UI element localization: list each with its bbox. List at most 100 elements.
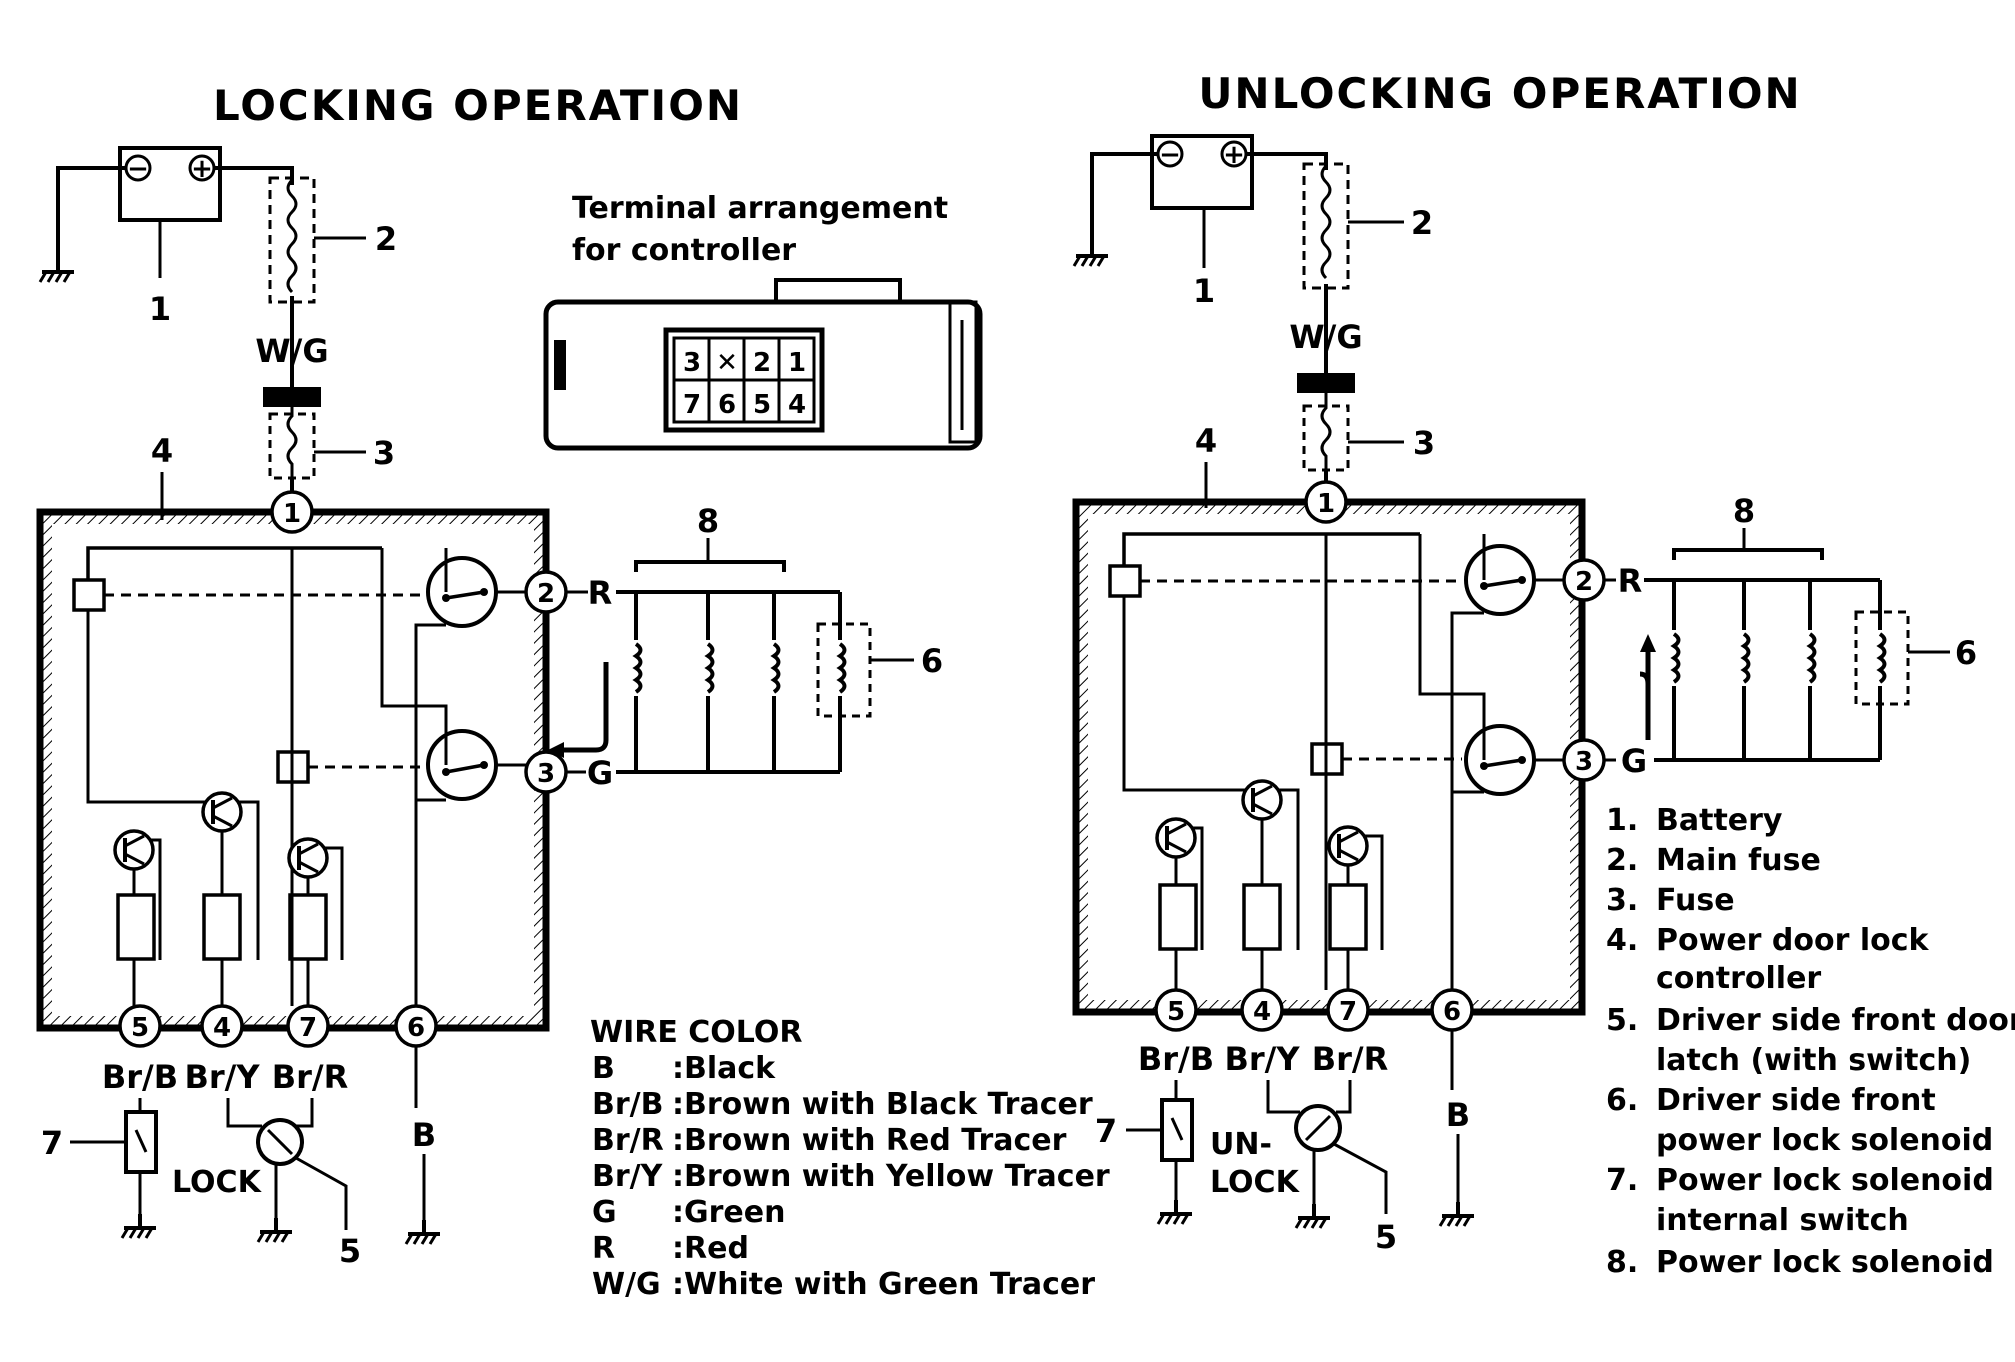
- callout-2: 2: [1411, 204, 1433, 242]
- internal-switch-7: [1160, 1098, 1194, 1162]
- callout-2: 2: [375, 220, 397, 258]
- terminal-2: 2: [1562, 558, 1606, 602]
- legend-text: Power lock solenoid: [1656, 1163, 1994, 1198]
- legend-num: 7.: [1606, 1163, 1638, 1198]
- terminal-7: 7: [1326, 988, 1370, 1032]
- wire-code: Br/B: [592, 1087, 663, 1122]
- callout-6: 6: [921, 642, 943, 680]
- wire-label-b: B: [1446, 1096, 1470, 1134]
- terminal-3: 3: [1562, 738, 1606, 782]
- panel-title: LOCKING OPERATION: [213, 81, 743, 130]
- wire-label-r: R: [588, 574, 613, 612]
- wire-color-table: WIRE COLOR B :Black Br/B :Brown with Bla…: [590, 1015, 1110, 1302]
- legend-text: Fuse: [1656, 883, 1735, 918]
- connector-caption: Terminal arrangement: [572, 191, 948, 226]
- callout-8: 8: [1733, 492, 1755, 530]
- callout-5: 5: [1375, 1218, 1397, 1256]
- wire-desc: :White with Green Tracer: [672, 1267, 1095, 1302]
- svg-text:5: 5: [131, 1013, 149, 1043]
- wire-label-brb: Br/B: [1138, 1040, 1214, 1078]
- svg-text:3: 3: [537, 759, 555, 789]
- legend-text: power lock solenoid: [1656, 1123, 1993, 1158]
- wire-label-top: W/G: [255, 332, 328, 370]
- main-fuse: [1302, 162, 1350, 290]
- connector-pin: 3: [683, 348, 701, 378]
- legend-num: 2.: [1606, 843, 1638, 878]
- connector-pin: 2: [753, 348, 771, 378]
- svg-text:4: 4: [213, 1013, 231, 1043]
- battery-minus: −: [1159, 140, 1181, 170]
- main-fuse: [268, 176, 316, 304]
- wire-label-bry: Br/Y: [1224, 1040, 1300, 1078]
- battery: − +: [118, 146, 222, 222]
- callout-4: 4: [151, 432, 173, 470]
- svg-text:4: 4: [1253, 997, 1271, 1027]
- svg-text:3: 3: [1575, 747, 1593, 777]
- wire-desc: :Brown with Black Tracer: [672, 1087, 1093, 1122]
- wire-desc: :Brown with Red Tracer: [672, 1123, 1067, 1158]
- wire-code: R: [592, 1231, 615, 1266]
- battery-plus: +: [191, 154, 213, 184]
- legend-text: Power lock solenoid: [1656, 1245, 1994, 1280]
- wire-label-g: G: [587, 754, 613, 792]
- wire-desc: :Brown with Yellow Tracer: [672, 1159, 1110, 1194]
- wire-label-top: W/G: [1289, 318, 1362, 356]
- svg-text:1: 1: [283, 499, 301, 529]
- terminal-4: 4: [1240, 988, 1284, 1032]
- callout-1: 1: [1193, 272, 1215, 310]
- connector-pin: ✕: [716, 348, 738, 378]
- svg-text:5: 5: [1167, 997, 1185, 1027]
- terminal-1: 1: [270, 490, 314, 534]
- wire-color-heading: WIRE COLOR: [590, 1015, 802, 1050]
- wire-desc: :Red: [672, 1231, 749, 1266]
- svg-text:2: 2: [1575, 567, 1593, 597]
- wire-label-g: G: [1621, 742, 1647, 780]
- wire-label-brr: Br/R: [272, 1058, 349, 1096]
- wire-code: B: [592, 1051, 615, 1086]
- wire-label-brr: Br/R: [1312, 1040, 1389, 1078]
- connector-pin: 6: [718, 390, 736, 420]
- legend-text: internal switch: [1656, 1203, 1909, 1238]
- callout-1: 1: [149, 290, 171, 328]
- wire-label-b: B: [412, 1116, 436, 1154]
- wire-code: W/G: [592, 1267, 661, 1302]
- internal-switch-7: [124, 1110, 158, 1174]
- battery-plus: +: [1223, 140, 1245, 170]
- terminal-1: 1: [1304, 480, 1348, 524]
- terminal-7: 7: [286, 1004, 330, 1048]
- wire-code: Br/Y: [592, 1159, 664, 1194]
- terminal-5: 5: [1154, 988, 1198, 1032]
- callout-3: 3: [1413, 424, 1435, 462]
- terminal-6: 6: [1430, 988, 1474, 1032]
- switch-label: UN-: [1210, 1127, 1272, 1162]
- switch-label: LOCK: [172, 1165, 263, 1200]
- svg-text:6: 6: [407, 1013, 425, 1043]
- svg-text:1: 1: [1317, 489, 1335, 519]
- legend-text: latch (with switch): [1656, 1043, 1971, 1078]
- battery-minus: −: [127, 154, 149, 184]
- controller-connector: Terminal arrangement for controller 3 ✕ …: [543, 191, 983, 451]
- locking-operation-diagram: LOCKING OPERATION − + 1 2 W/G 3 4: [36, 81, 943, 1270]
- callout-8: 8: [697, 502, 719, 540]
- legend-text: controller: [1656, 961, 1821, 996]
- wire-label-r: R: [1618, 562, 1643, 600]
- legend-text: Driver side front: [1656, 1083, 1936, 1118]
- wire-code: G: [592, 1195, 617, 1230]
- callout-7: 7: [41, 1124, 63, 1162]
- wire-desc: :Green: [672, 1195, 785, 1230]
- callout-4: 4: [1195, 422, 1217, 460]
- legend-num: 8.: [1606, 1245, 1638, 1280]
- callout-6: 6: [1955, 634, 1977, 672]
- connector-caption: for controller: [572, 233, 796, 268]
- terminal-2: 2: [524, 570, 568, 614]
- ground-icon: [38, 256, 76, 284]
- terminal-5: 5: [118, 1004, 162, 1048]
- legend-num: 5.: [1606, 1003, 1638, 1038]
- legend-text: Driver side front door: [1656, 1003, 2015, 1038]
- callout-5: 5: [339, 1232, 361, 1270]
- legend-num: 3.: [1606, 883, 1638, 918]
- legend-num: 1.: [1606, 803, 1638, 838]
- svg-text:7: 7: [1339, 997, 1357, 1027]
- battery: − +: [1150, 134, 1254, 210]
- callout-3: 3: [373, 434, 395, 472]
